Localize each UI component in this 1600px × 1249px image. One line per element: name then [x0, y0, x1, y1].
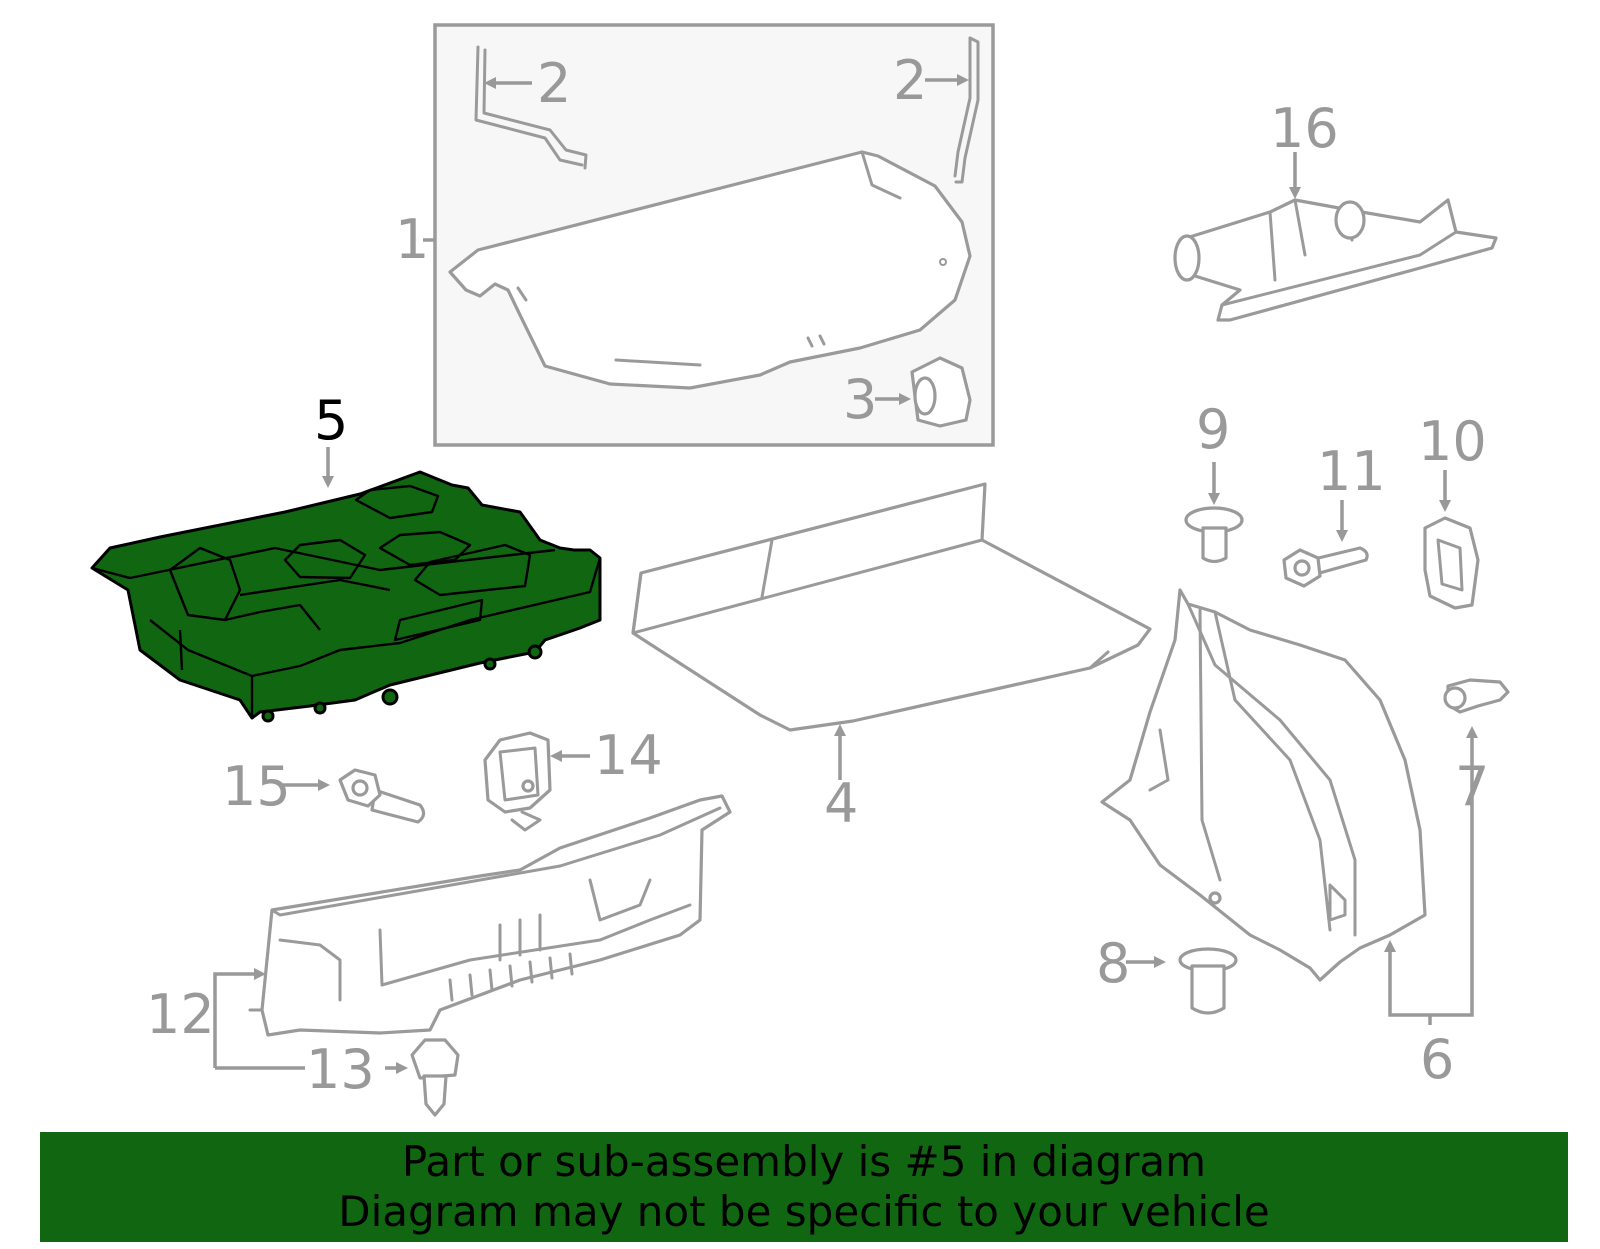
- part-9-rivet[interactable]: [1184, 506, 1244, 564]
- part-11-bolt[interactable]: [1282, 546, 1369, 588]
- callout-5: 5: [314, 389, 348, 452]
- leader-lines: [213, 74, 1478, 1074]
- callout-12: 12: [146, 983, 215, 1046]
- callout-11: 11: [1317, 440, 1386, 503]
- part-16-latch[interactable]: [1173, 198, 1498, 322]
- callout-15: 15: [222, 755, 291, 818]
- callout-4: 4: [824, 772, 858, 835]
- callout-labels: 1 2 2 3 4 5 6 7 8 9 10 11 12 13 14 15 16: [146, 49, 1489, 1101]
- callout-16: 16: [1270, 97, 1339, 160]
- part-1-cargo-cover[interactable]: [448, 150, 972, 390]
- banner-line-1: Part or sub-assembly is #5 in diagram: [401, 1137, 1207, 1186]
- part-6-side-trim[interactable]: [1100, 588, 1427, 982]
- callout-6: 6: [1420, 1028, 1454, 1091]
- part-12-trim-panel[interactable]: [248, 794, 732, 1037]
- callout-1: 1: [395, 208, 429, 271]
- part-13-clip[interactable]: [410, 1038, 460, 1117]
- callout-2-right: 2: [893, 49, 927, 112]
- callout-3: 3: [843, 368, 877, 431]
- callout-13: 13: [306, 1038, 375, 1101]
- part-15-bolt[interactable]: [338, 768, 426, 824]
- callout-10: 10: [1418, 410, 1487, 473]
- part-4-floor-board[interactable]: [631, 482, 1152, 732]
- part-10-hook[interactable]: [1423, 516, 1480, 610]
- callout-14: 14: [594, 724, 663, 787]
- part-7-clip[interactable]: [1443, 678, 1510, 714]
- part-5-storage-tray[interactable]: [90, 470, 602, 723]
- callout-9: 9: [1196, 398, 1230, 461]
- part-8-rivet[interactable]: [1178, 947, 1238, 1015]
- part-2-support-left[interactable]: [474, 45, 588, 170]
- callout-2-left: 2: [537, 52, 571, 115]
- part-14-bracket[interactable]: [483, 731, 552, 832]
- part-3-cushion[interactable]: [910, 356, 972, 428]
- banner-line-2: Diagram may not be specific to your vehi…: [338, 1187, 1270, 1236]
- info-banner: Part or sub-assembly is #5 in diagram Di…: [40, 1132, 1568, 1242]
- callout-7: 7: [1455, 755, 1489, 818]
- part-2-support-right[interactable]: [953, 36, 980, 184]
- callout-8: 8: [1096, 932, 1130, 995]
